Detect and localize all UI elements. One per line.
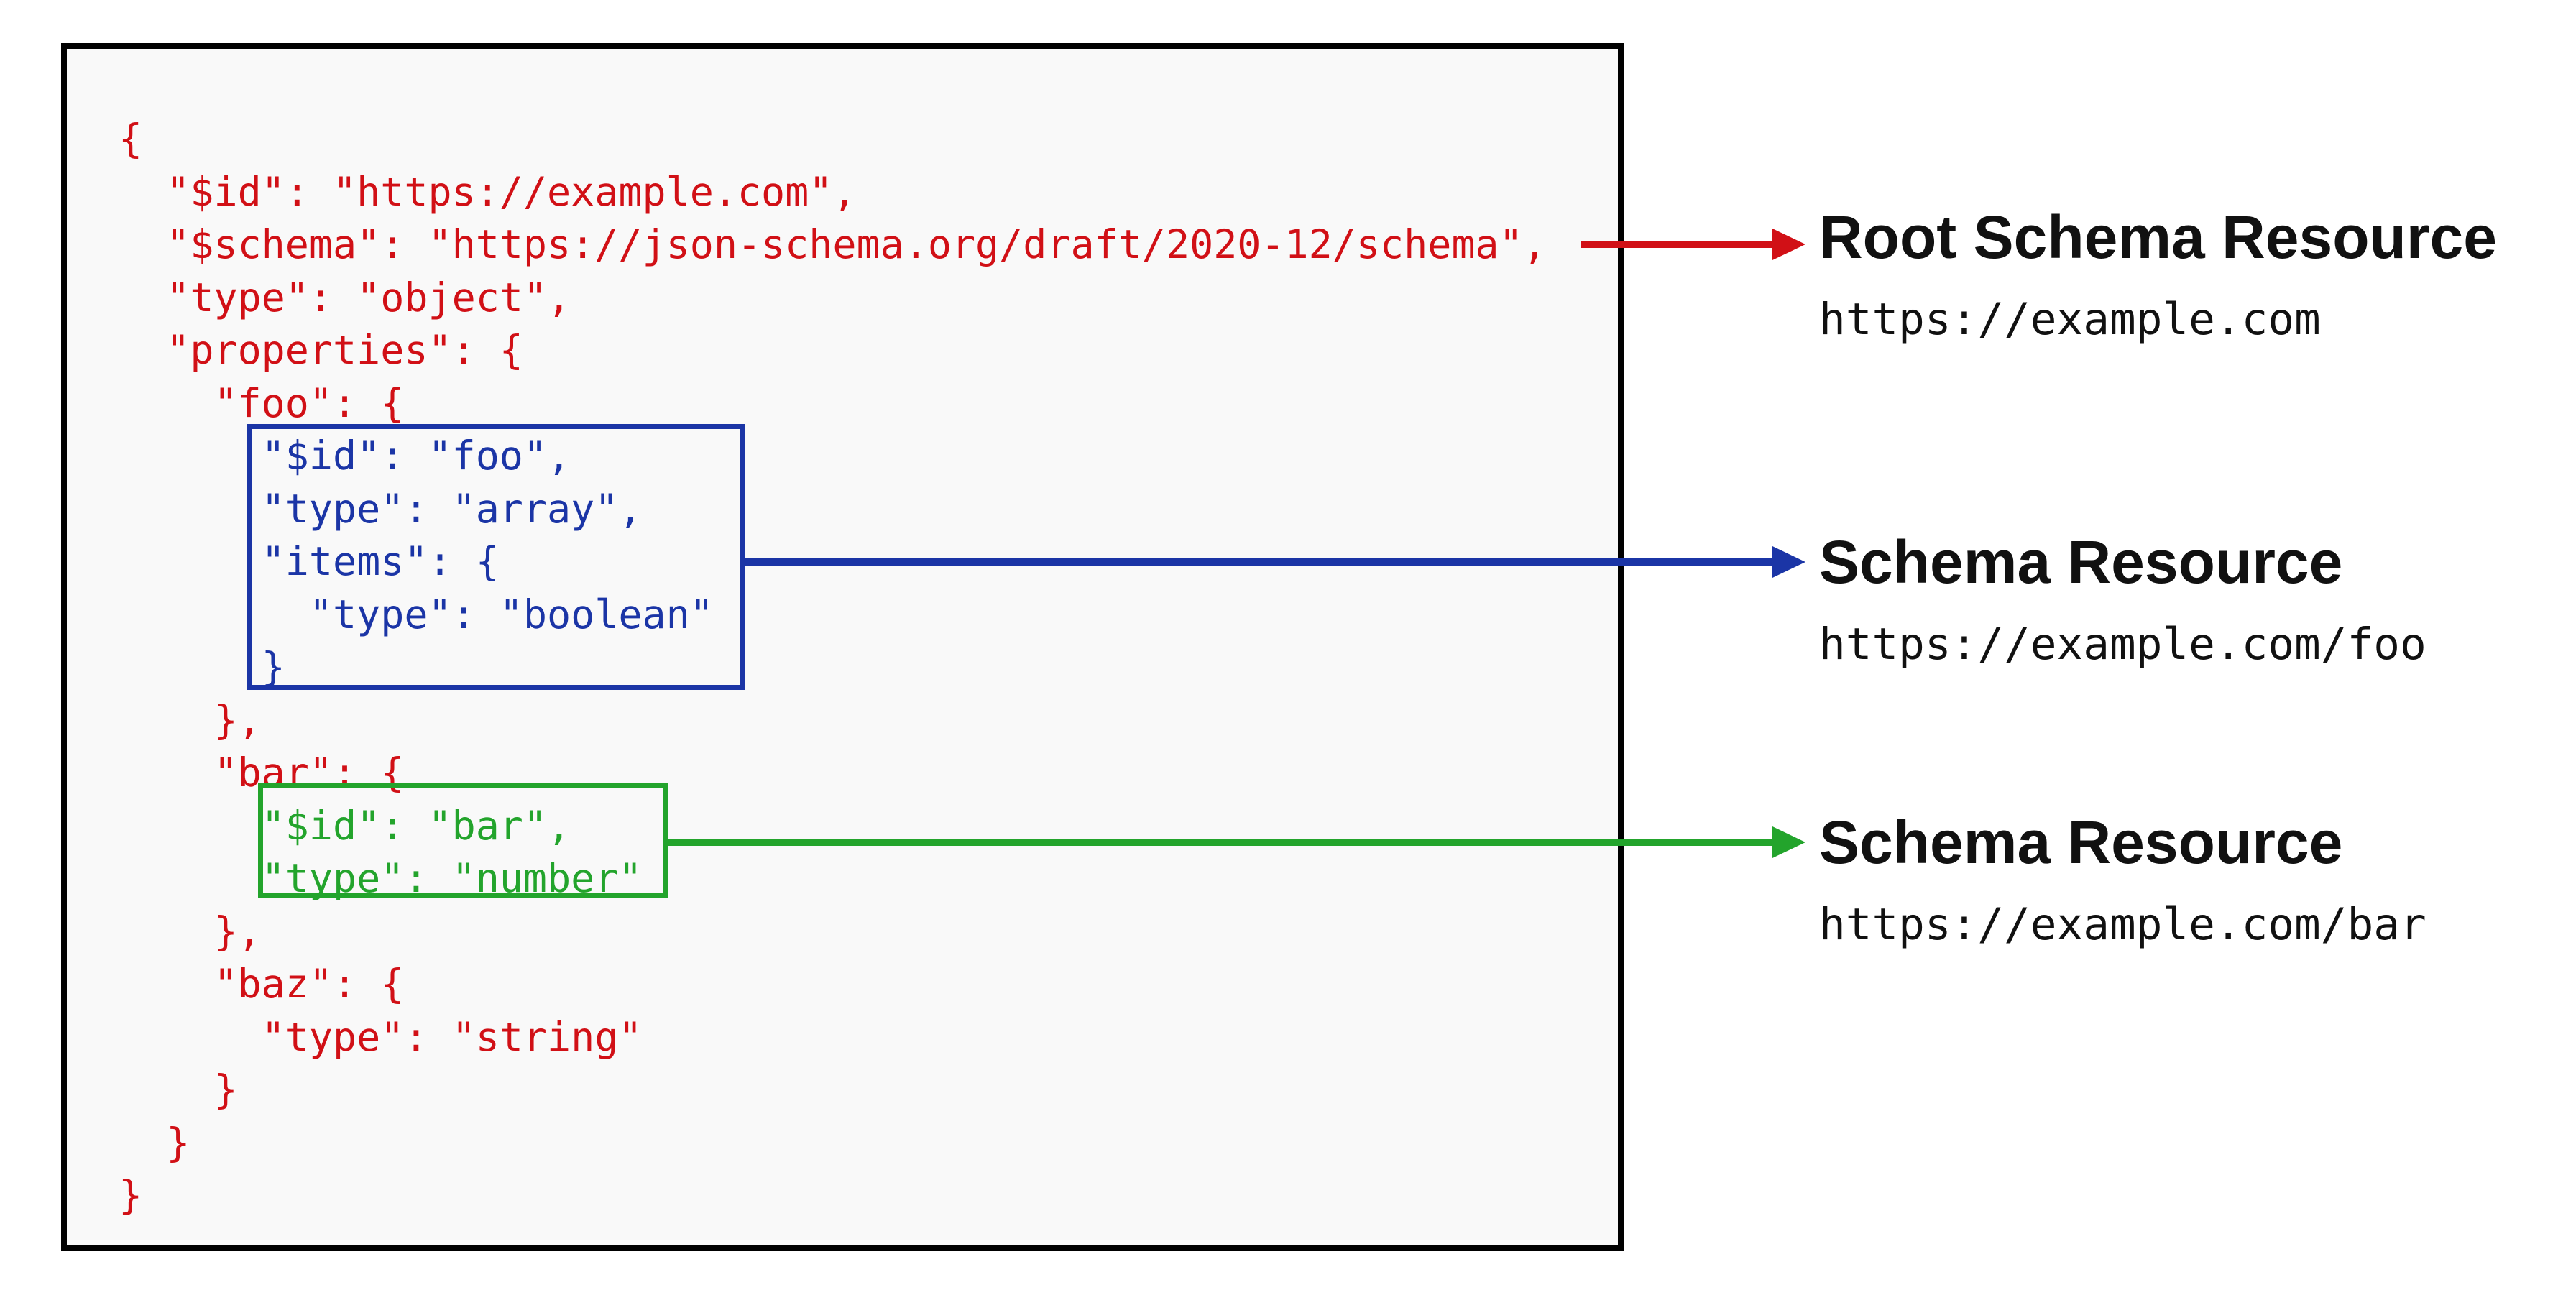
annotation-url: https://example.com [1819,294,2321,345]
code-line: "type": "boolean" [119,591,714,637]
annotation-url: https://example.com/foo [1819,619,2426,670]
code-line: }, [119,908,262,954]
arrowhead-right-icon [1772,546,1806,578]
arrowhead-right-icon [1772,229,1806,260]
root-schema-arrow-line [1581,241,1775,248]
code-line: "foo": { [119,379,405,426]
foo-schema-resource-box [247,424,745,690]
annotation-root-schema-resource: Root Schema Resource https://example.com [1819,207,2497,346]
code-line: } [119,1172,143,1218]
code-line: "properties": { [119,327,523,373]
code-line: "type": "object", [119,274,571,321]
code-line: "type": "string" [119,1013,643,1060]
bar-schema-resource-box [258,783,668,898]
code-line: "$id": "bar", [119,802,571,849]
code-line: }, [119,696,262,743]
bar-schema-arrow-line [667,839,1775,846]
annotation-title: Root Schema Resource [1819,203,2497,271]
json-schema-code: { "$id": "https://example.com", "$schema… [119,113,1547,1222]
json-schema-code-panel: { "$id": "https://example.com", "$schema… [61,43,1624,1251]
code-line: "$id": "https://example.com", [119,168,857,215]
code-line: "$schema": "https://json-schema.org/draf… [119,221,1547,267]
code-line: } [119,1066,238,1112]
code-line: "$id": "foo", [119,433,571,479]
annotation-foo-schema-resource: Schema Resource https://example.com/foo [1819,532,2426,670]
code-line: { [119,116,143,162]
code-line: } [119,1119,190,1166]
code-line: "items": { [119,538,500,584]
code-line: } [119,644,285,690]
annotation-bar-schema-resource: Schema Resource https://example.com/bar [1819,812,2426,951]
code-line: "type": "array", [119,485,643,532]
foo-schema-arrow-line [740,558,1775,566]
annotation-title: Schema Resource [1819,528,2343,596]
code-line: "baz": { [119,961,405,1007]
annotation-title: Schema Resource [1819,808,2343,876]
arrowhead-right-icon [1772,826,1806,858]
annotation-url: https://example.com/bar [1819,899,2426,950]
